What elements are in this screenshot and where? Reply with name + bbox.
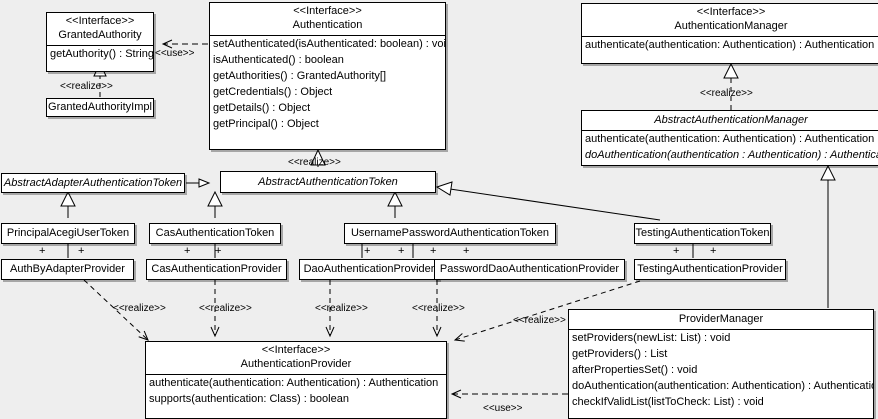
class-header: <<Interface>> Authentication — [210, 3, 445, 35]
class-name: Authentication — [292, 19, 363, 31]
class-granted-authority[interactable]: <<Interface>> GrantedAuthority getAuthor… — [46, 12, 154, 72]
operations-compartment: authenticate(authentication: Authenticat… — [582, 36, 878, 53]
assoc-marker: + — [463, 245, 470, 257]
class-name: AbstractAuthenticationToken — [258, 176, 398, 188]
stereotype-label: <<Interface>> — [261, 344, 331, 356]
class-principal-acegi-user-token[interactable]: PrincipalAcegiUserToken — [1, 223, 135, 244]
triangle-abstracttoken-generalize-userpass — [387, 190, 403, 207]
class-abstract-authentication-token[interactable]: AbstractAuthenticationToken — [220, 171, 436, 193]
assoc-marker: + — [78, 245, 85, 257]
class-cas-authentication-token[interactable]: CasAuthenticationToken — [149, 223, 281, 244]
class-name: PrincipalAcegiUserToken — [6, 227, 130, 239]
class-name: AbstractAuthenticationManager — [654, 114, 808, 126]
class-abstract-authentication-manager[interactable]: AbstractAuthenticationManager authentica… — [581, 110, 878, 166]
stereotype-label: <<Interface>> — [65, 15, 135, 27]
operations-compartment: getAuthority() : String — [47, 45, 153, 62]
assoc-marker: + — [673, 245, 680, 257]
operation: setAuthenticated(isAuthenticated: boolea… — [213, 38, 445, 50]
assoc-marker: + — [184, 245, 191, 257]
class-authentication[interactable]: <<Interface>> Authentication setAuthenti… — [209, 2, 446, 150]
assoc-marker: + — [364, 245, 371, 257]
operation: getAuthorities() : GrantedAuthority[] — [213, 70, 387, 82]
class-authentication-manager[interactable]: <<Interface>> AuthenticationManager auth… — [581, 3, 878, 64]
operation: checkIfValidList(listToCheck: List) : vo… — [572, 396, 764, 408]
class-granted-authority-impl[interactable]: GrantedAuthorityImpl — [46, 98, 154, 117]
stereotype-label: <<Interface>> — [293, 5, 362, 17]
class-name: CasAuthenticationToken — [155, 227, 275, 239]
operation: authenticate(authentication: Authenticat… — [585, 39, 875, 51]
class-cas-authentication-provider[interactable]: CasAuthenticationProvider — [146, 259, 287, 280]
class-testing-authentication-provider[interactable]: TestingAuthenticationProvider — [634, 259, 786, 280]
operation: doAuthentication(authentication: Authent… — [572, 380, 873, 392]
label-realize-abstract-authentication-manager: <<realize>> — [700, 88, 753, 99]
class-name: AuthenticationManager — [674, 20, 788, 32]
class-authentication-provider[interactable]: <<Interface>> AuthenticationProvider aut… — [145, 341, 447, 419]
class-name: DaoAuthenticationProvider — [303, 263, 435, 275]
class-name: CasAuthenticationProvider — [151, 263, 282, 275]
class-testing-authentication-token[interactable]: TestingAuthenticationToken — [634, 223, 771, 244]
class-name: GrantedAuthority — [58, 29, 142, 41]
class-abstract-adapter-authentication-token[interactable]: AbstractAdapterAuthenticationToken — [1, 173, 185, 193]
class-header: ProviderManager — [569, 310, 873, 329]
operation: getAuthority() : String — [50, 48, 153, 60]
label-realize-dao-authentication-provider: <<realize>> — [315, 303, 368, 314]
label-use-provider-manager: <<use>> — [483, 403, 523, 414]
operation: supports(authentication: Class) : boolea… — [149, 393, 349, 405]
class-name: UsernamePasswordAuthenticationToken — [350, 227, 550, 239]
triangle-adaptertoken-generalize — [60, 190, 76, 207]
stereotype-label: <<Interface>> — [696, 6, 766, 18]
class-header: <<Interface>> GrantedAuthority — [47, 13, 153, 45]
class-header: <<Interface>> AuthenticationManager — [582, 4, 878, 36]
class-name: PasswordDaoAuthenticationProvider — [439, 263, 620, 275]
class-name: ProviderManager — [678, 313, 764, 325]
triangle-abstractauthmanager-generalize — [820, 164, 836, 181]
class-password-dao-authentication-provider[interactable]: PasswordDaoAuthenticationProvider — [434, 259, 625, 280]
class-auth-by-adapter-provider[interactable]: AuthByAdapterProvider — [1, 259, 134, 280]
label-realize-cas-authentication-provider: <<realize>> — [199, 303, 252, 314]
operation: getProviders() : List — [572, 348, 668, 360]
class-name: TestingAuthenticationProvider — [637, 263, 783, 275]
label-realize-abstract-authentication-token: <<realize>> — [288, 157, 341, 168]
assoc-marker: + — [398, 245, 405, 257]
class-provider-manager[interactable]: ProviderManager setProviders(newList: Li… — [568, 309, 874, 419]
operations-compartment: setProviders(newList: List) : void getPr… — [569, 329, 873, 410]
operation: authenticate(authentication: Authenticat… — [149, 377, 439, 389]
operation: setProviders(newList: List) : void — [572, 332, 731, 344]
class-header: <<Interface>> AuthenticationProvider — [146, 342, 446, 374]
class-name: AbstractAdapterAuthenticationToken — [3, 177, 183, 189]
assoc-marker: + — [430, 245, 437, 257]
operation: getCredentials() : Object — [213, 86, 333, 98]
assoc-marker: + — [215, 245, 222, 257]
class-dao-authentication-provider[interactable]: DaoAuthenticationProvider — [299, 259, 439, 280]
operations-compartment: authenticate(authentication: Authenticat… — [146, 374, 446, 407]
operation: getDetails() : Object — [213, 102, 311, 114]
operations-compartment: authenticate(authentication: Authenticat… — [582, 130, 878, 163]
label-realize-testing-authentication-provider: <<realize>> — [513, 315, 566, 326]
label-realize-granted-authority-impl: <<realize>> — [60, 81, 113, 92]
assoc-marker: + — [39, 245, 46, 257]
operations-compartment: setAuthenticated(isAuthenticated: boolea… — [210, 35, 445, 132]
class-header: AbstractAuthenticationManager — [582, 111, 878, 130]
triangle-abstracttoken-generalize-cas — [207, 190, 223, 207]
class-username-password-authentication-token[interactable]: UsernamePasswordAuthenticationToken — [344, 223, 556, 244]
edge-testingtoken-extends — [449, 188, 661, 221]
class-name: AuthenticationProvider — [240, 358, 352, 370]
class-name: AuthByAdapterProvider — [10, 263, 125, 275]
operation: getPrincipal() : Object — [213, 118, 319, 130]
label-use-granted-authority: <<use>> — [155, 48, 195, 59]
operation: doAuthentication(authentication : Authen… — [585, 149, 878, 161]
operation: isAuthenticated() : boolean — [213, 54, 344, 66]
assoc-marker: + — [710, 245, 717, 257]
operation: afterPropertiesSet() : void — [572, 364, 698, 376]
triangle-authenticationmanager-realize — [723, 62, 739, 79]
triangle-abstracttoken-generalize-testing — [435, 181, 453, 196]
class-name: TestingAuthenticationToken — [635, 227, 770, 239]
operation: authenticate(authentication: Authenticat… — [585, 133, 875, 145]
label-realize-auth-by-adapter-provider: <<realize>> — [113, 303, 166, 314]
class-name: GrantedAuthorityImpl — [48, 101, 152, 113]
label-realize-password-dao-authentication-provider: <<realize>> — [412, 303, 465, 314]
